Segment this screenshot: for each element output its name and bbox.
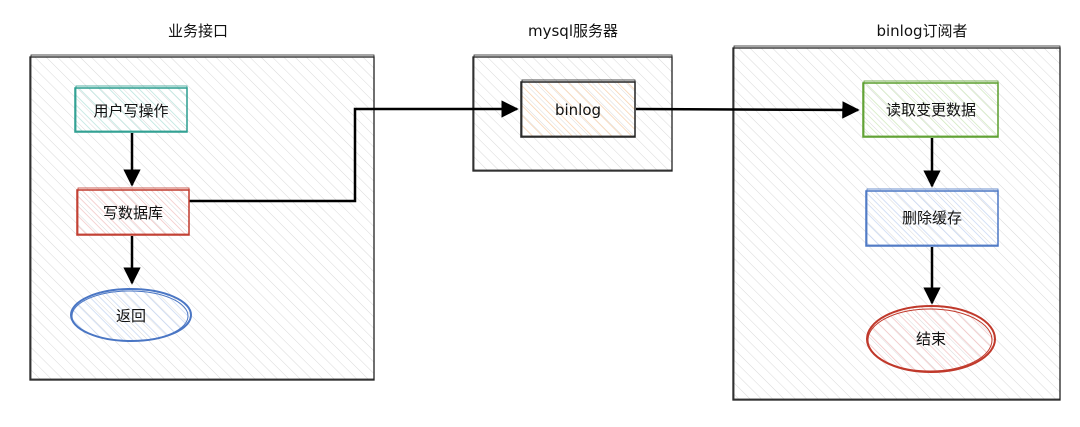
node-write-db-label: 写数据库 (103, 204, 163, 222)
column-title-subscriber: binlog订阅者 (876, 22, 967, 40)
node-return: 返回 (70, 288, 192, 342)
node-end: 结束 (866, 305, 996, 373)
node-binlog: binlog (520, 79, 636, 138)
node-binlog-label: binlog (555, 101, 601, 119)
node-end-label: 结束 (916, 330, 946, 348)
node-user-write: 用户写操作 (74, 85, 188, 133)
node-write-db: 写数据库 (76, 187, 190, 236)
node-delete-cache: 删除缓存 (865, 188, 999, 247)
node-return-label: 返回 (116, 307, 146, 325)
edge-writedb-to-binlog (189, 100, 519, 203)
edge-binlog-to-readchange (635, 101, 860, 119)
node-delete-cache-label: 删除缓存 (902, 209, 962, 227)
node-user-write-label: 用户写操作 (93, 102, 168, 120)
node-read-change: 读取变更数据 (862, 80, 999, 138)
node-read-change-label: 读取变更数据 (886, 101, 976, 119)
column-title-mysql: mysql服务器 (528, 22, 618, 40)
column-title-business: 业务接口 (168, 22, 228, 40)
